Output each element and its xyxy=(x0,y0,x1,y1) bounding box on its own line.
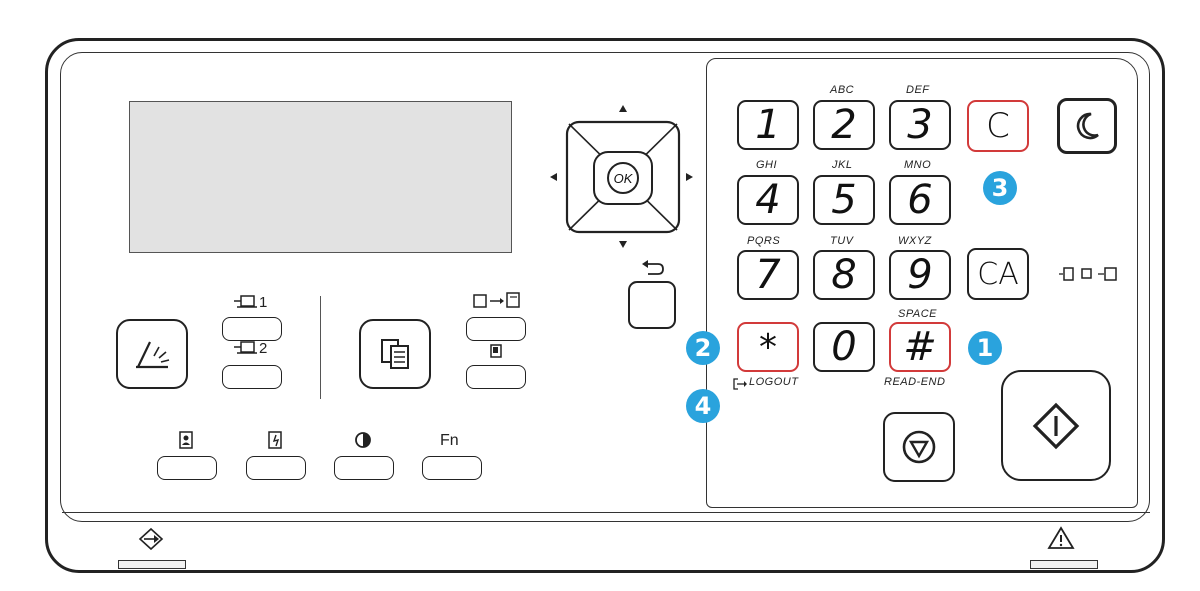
logout-icon xyxy=(733,378,747,390)
scan-to-2-button[interactable] xyxy=(222,365,282,389)
sleep-button[interactable] xyxy=(1057,98,1117,154)
key-1[interactable]: 1 xyxy=(737,100,799,150)
warning-triangle-icon xyxy=(1047,526,1075,549)
document-edit-icon xyxy=(268,431,282,449)
copy-icon xyxy=(381,339,409,369)
key-6-letters: MNO xyxy=(904,159,932,171)
scan-to-1-label: 1 xyxy=(259,294,268,311)
return-arrow-icon xyxy=(642,260,664,275)
key-0[interactable]: 0 xyxy=(813,322,875,372)
scan-to-1-icon xyxy=(234,295,257,308)
crescent-moon-icon xyxy=(1076,112,1099,140)
callout-2: 2 xyxy=(686,331,720,365)
key-5[interactable]: 5 xyxy=(813,175,875,225)
scan-button[interactable] xyxy=(116,319,188,389)
fn-button[interactable] xyxy=(422,456,482,480)
back-button[interactable] xyxy=(628,281,676,329)
key-6[interactable]: 6 xyxy=(889,175,951,225)
ok-button[interactable]: OK xyxy=(613,170,633,186)
navigation-pad xyxy=(550,105,693,248)
clear-all-button[interactable]: CA xyxy=(967,248,1029,300)
scan-to-2-icon xyxy=(234,341,257,354)
key-8[interactable]: 8 xyxy=(813,250,875,300)
key-7-letters: PQRS xyxy=(747,235,781,247)
callout-1: 1 xyxy=(968,331,1002,365)
nav-right-indicator xyxy=(686,173,693,181)
panel-lower-edge xyxy=(62,512,1150,513)
key-2-letters: ABC xyxy=(830,84,855,96)
document-button[interactable] xyxy=(246,456,306,480)
stop-button[interactable] xyxy=(883,412,955,482)
fn-label: Fn xyxy=(440,432,459,449)
section-divider xyxy=(320,296,321,399)
key-3[interactable]: 3 xyxy=(889,100,951,150)
scan-to-2-label: 2 xyxy=(259,340,268,357)
key-hash[interactable]: # xyxy=(889,322,951,372)
contrast-icon xyxy=(355,432,371,448)
callout-4: 4 xyxy=(686,389,720,423)
start-button[interactable] xyxy=(1001,370,1111,481)
key-star[interactable]: * xyxy=(737,322,799,372)
lcd-display xyxy=(129,101,512,253)
panel-foot-right xyxy=(1030,560,1098,569)
nav-down-indicator xyxy=(619,241,627,248)
key-5-letters: JKL xyxy=(832,159,853,171)
key-9[interactable]: 9 xyxy=(889,250,951,300)
job-status-icon xyxy=(1059,267,1117,281)
panel-foot-left xyxy=(118,560,186,569)
key-8-letters: TUV xyxy=(830,235,854,247)
key-hash-letters: SPACE xyxy=(898,308,937,320)
scanner-icon xyxy=(136,341,170,369)
duplex-copy-button[interactable] xyxy=(466,317,526,341)
key-3-letters: DEF xyxy=(906,84,930,96)
logout-label: LOGOUT xyxy=(749,376,799,388)
key-4[interactable]: 4 xyxy=(737,175,799,225)
scan-to-1-button[interactable] xyxy=(222,317,282,341)
id-card-copy-button[interactable] xyxy=(466,365,526,389)
usb-memory-icon xyxy=(138,527,164,551)
clear-button[interactable]: C xyxy=(967,100,1029,152)
keypad-panel xyxy=(706,58,1138,508)
nav-up-button[interactable] xyxy=(567,124,607,164)
key-4-letters: GHI xyxy=(756,159,778,171)
callout-3: 3 xyxy=(983,171,1017,205)
stop-circle-icon xyxy=(902,430,936,464)
contact-icon xyxy=(179,431,193,449)
key-2[interactable]: 2 xyxy=(813,100,875,150)
control-panel-bezel xyxy=(60,52,1150,522)
density-button[interactable] xyxy=(334,456,394,480)
duplex-copy-icon xyxy=(473,292,520,308)
diamond-start-icon xyxy=(1032,402,1080,449)
key-7[interactable]: 7 xyxy=(737,250,799,300)
key-9-letters: WXYZ xyxy=(898,235,932,247)
address-book-button[interactable] xyxy=(157,456,217,480)
read-end-label: READ-END xyxy=(884,376,946,388)
id-card-copy-icon xyxy=(490,344,502,358)
nav-up-indicator xyxy=(619,105,627,112)
nav-left-indicator xyxy=(550,173,557,181)
copy-button[interactable] xyxy=(359,319,431,389)
